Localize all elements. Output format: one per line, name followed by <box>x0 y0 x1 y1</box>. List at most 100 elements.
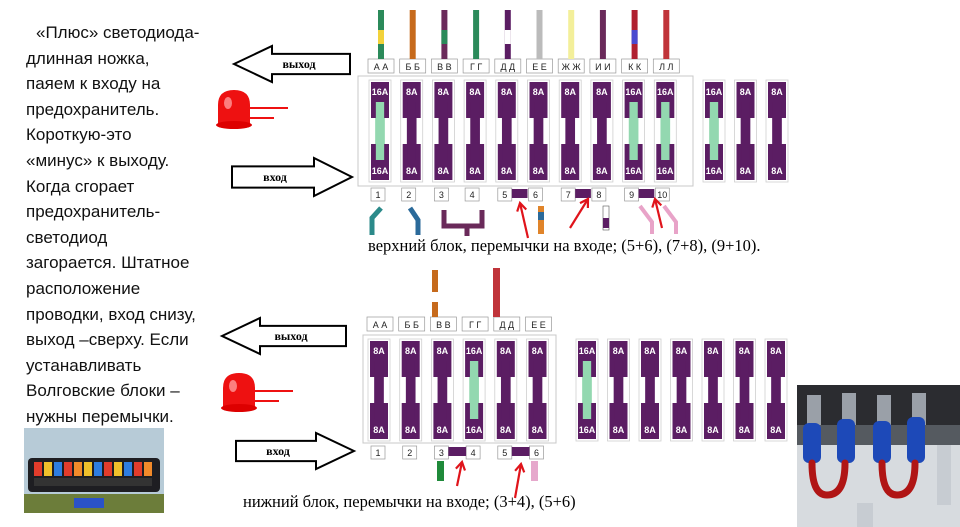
fuse-shoulder <box>672 403 678 419</box>
fuse-body <box>469 361 479 419</box>
fuse-shoulder <box>466 102 471 118</box>
slot-label-box <box>398 316 426 332</box>
instruction-line: длинная ножка, <box>26 48 150 68</box>
fuse-shoulder <box>748 403 754 419</box>
fuse-rating-top: 16A <box>706 87 723 97</box>
upper-output-arrow-label: выход <box>282 57 315 71</box>
upper-wire-bottom <box>407 206 421 235</box>
slot-label: А А <box>373 320 388 330</box>
red-pointer-line <box>518 202 530 239</box>
fuse-body <box>405 361 416 419</box>
fuse-rating-bottom: 8A <box>405 425 417 435</box>
fuse-top-cap <box>561 82 580 102</box>
fuse-shoulder <box>735 361 741 377</box>
fuse-shoulder <box>622 403 628 419</box>
fuse-top-cap <box>497 82 516 102</box>
fuse-shoulder <box>529 144 535 160</box>
fuse-top-cap <box>529 82 548 102</box>
lower-wire-bottom <box>531 461 538 481</box>
fuse-shoulder <box>446 361 452 377</box>
fuse-shoulder <box>465 403 470 419</box>
fuse-shoulder <box>768 144 773 160</box>
fuse-shoulder <box>592 102 598 118</box>
slot-label: Г Г <box>469 320 481 330</box>
fuse-shoulder <box>414 403 420 419</box>
input-number-box <box>402 445 418 460</box>
fuse-top-cap <box>465 341 484 361</box>
fuse-rating-top: 8A <box>532 346 544 356</box>
fuse-bottom-cap <box>592 160 611 180</box>
lower-housing <box>362 334 557 444</box>
input-number: 8 <box>596 190 601 200</box>
slot-label: А А <box>374 62 389 72</box>
fuse-shoulder <box>656 144 662 160</box>
fuse-top-cap <box>370 341 388 361</box>
fuse-top-cap <box>768 82 786 102</box>
red-pointer-head <box>579 197 590 209</box>
fuse-body <box>740 102 751 160</box>
fuse-shoulder <box>592 144 598 160</box>
slot-label: Б Б <box>405 320 419 330</box>
led-highlight <box>224 97 232 109</box>
fuse-shoulder <box>767 403 772 419</box>
red-pointer-head <box>455 459 467 471</box>
input-number-box <box>591 187 607 202</box>
fuse-shoulder <box>622 361 628 377</box>
fuse-shoulder <box>736 102 742 118</box>
fuse-top-cap <box>609 341 628 361</box>
fuse-bottom-cap <box>529 160 548 180</box>
fuse-rating-top: 8A <box>613 346 625 356</box>
fuse-rating-bottom: 16A <box>466 425 483 435</box>
fuse-shoulder <box>371 102 376 118</box>
fuse-top-cap <box>402 82 421 102</box>
fuse-rating-bottom: 8A <box>500 425 512 435</box>
fuse-shoulder <box>641 403 646 419</box>
fuse-shoulder <box>578 403 583 419</box>
fuse-rating-bottom: 8A <box>501 166 513 176</box>
fuse-shoulder <box>479 144 485 160</box>
instruction-line: расположение <box>26 278 141 298</box>
fuse-top-cap <box>466 82 485 102</box>
fuse-body <box>501 102 512 160</box>
fuse-rating-bottom: 16A <box>579 425 596 435</box>
fuse-shoulder <box>434 144 440 160</box>
instruction-line: выход –сверху. Если <box>26 330 189 350</box>
jumper <box>575 189 591 198</box>
input-number: 1 <box>375 448 380 458</box>
red-pointer-line <box>513 463 523 499</box>
fuse-shoulder <box>384 144 389 160</box>
fuse-body <box>772 102 782 160</box>
fuse-shoulder <box>606 102 611 118</box>
fuse-bottom-cap <box>609 419 628 439</box>
instruction-line: «минус» к выходу. <box>26 150 170 170</box>
slot-label: Д Д <box>500 62 515 72</box>
slot-label: Л Л <box>659 62 673 72</box>
fuse-bottom-cap <box>370 419 388 439</box>
slot-label: Г Г <box>470 62 482 72</box>
slot-label: Е Е <box>532 62 547 72</box>
input-number: 3 <box>439 190 444 200</box>
fuse-rating-top: 16A <box>657 87 674 97</box>
fuse-shoulder <box>529 102 535 118</box>
led-rim <box>221 404 257 412</box>
fuse-body <box>374 361 384 419</box>
fuse-bottom-cap <box>371 160 389 180</box>
fuse-shoulder <box>717 361 722 377</box>
fuse-shoulder <box>767 361 772 377</box>
fuse-shoulder <box>497 102 503 118</box>
upper-block-caption: верхний блок, перемычки на входе; (5+6),… <box>368 236 761 255</box>
fuse-bottom-cap <box>656 160 675 180</box>
fuse-shoulder <box>496 403 502 419</box>
fuse-shoulder <box>433 361 439 377</box>
red-pointer-line <box>455 461 464 487</box>
upper-wire-bottom <box>638 204 678 234</box>
fuse-top-cap <box>433 341 452 361</box>
fuse-bottom-cap <box>496 419 515 439</box>
slot-label: Е Е <box>531 320 546 330</box>
